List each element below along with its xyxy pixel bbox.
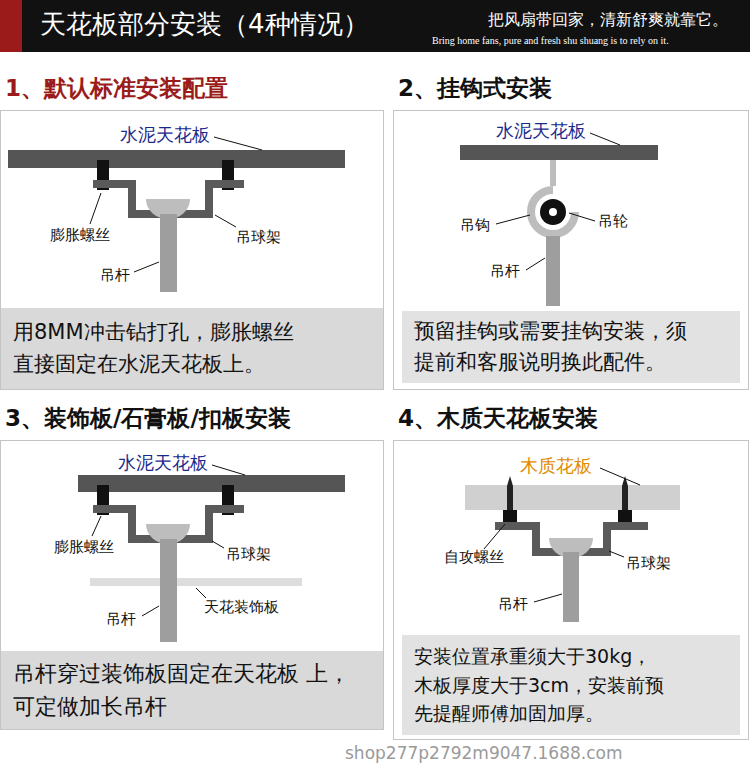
caption-text: 用8MM冲击钻打孔，膨胀螺丝 直接固定在水泥天花板上。 (13, 317, 371, 380)
concrete-ceiling (460, 145, 658, 160)
panel-heading: 2、挂钩式安装 (398, 73, 552, 104)
panel-heading: 3、装饰板/石膏板/扣板安装 (5, 403, 291, 434)
leader-lines (92, 465, 245, 616)
header-bar (0, 0, 750, 52)
watermark: shop277p2792m9047.1688.com (345, 743, 623, 763)
part-label: 天花装饰板 (204, 598, 279, 616)
caption-box: 预留挂钩或需要挂钩安装，须 提前和客服说明换此配件。 (402, 311, 740, 383)
hook-stem (550, 160, 556, 186)
part-label: 吊杆 (490, 262, 520, 280)
part-label: 膨胀螺丝 (54, 538, 114, 556)
part-label: 吊球架 (626, 554, 671, 572)
slogan: 把风扇带回家，清新舒爽就靠它。 (488, 10, 728, 29)
part-label: 吊球架 (226, 545, 271, 563)
caption-text: 安装位置承重须大于30kg， 木板厚度大于3cm，安装前预 先提醒师傅加固加厚。 (414, 642, 728, 728)
caption-box: 安装位置承重须大于30kg， 木板厚度大于3cm，安装前预 先提醒师傅加固加厚。 (402, 635, 740, 735)
down-rod (546, 236, 560, 306)
leader-lines (496, 133, 620, 270)
part-label: 吊钩 (460, 216, 490, 234)
install-panel: 4、木质天花板安装安装位置承重须大于30kg， 木板厚度大于3cm，安装前预 先… (393, 440, 749, 740)
caption-box: 用8MM冲击钻打孔，膨胀螺丝 直接固定在水泥天花板上。 (1, 308, 383, 389)
part-label: 吊杆 (106, 610, 136, 628)
part-label: 膨胀螺丝 (50, 226, 110, 244)
pulley-hub (549, 208, 557, 216)
concrete-ceiling (78, 475, 345, 492)
mount-bracket (93, 160, 244, 219)
part-label: 吊杆 (100, 266, 130, 284)
ceiling-label: 水泥天花板 (496, 120, 586, 142)
header-accent (0, 0, 22, 52)
part-label: 自攻螺丝 (444, 548, 504, 566)
mount-bracket (93, 485, 244, 544)
leader-lines (90, 137, 262, 272)
wood-ceiling (465, 485, 680, 510)
tapping-screws (503, 476, 632, 522)
down-rod (160, 214, 177, 292)
caption-text: 吊杆穿过装饰板固定在天花板 上，可定做加长吊杆 (13, 657, 371, 723)
ceiling-label: 水泥天花板 (118, 452, 208, 474)
panel-heading: 4、木质天花板安装 (398, 403, 598, 434)
page-title: 天花板部分安装（4种情况） (40, 8, 369, 42)
caption-box: 吊杆穿过装饰板固定在天花板 上，可定做加长吊杆 (1, 651, 383, 729)
decor-panel (90, 578, 302, 586)
ceiling-label: 水泥天花板 (120, 124, 210, 146)
install-panel: 2、挂钩式安装预留挂钩或需要挂钩安装，须 提前和客服说明换此配件。 (393, 110, 749, 390)
down-rod (160, 539, 177, 642)
ceiling-label: 木质花板 (520, 455, 592, 477)
leader-lines (484, 468, 640, 602)
pulley (540, 199, 566, 225)
install-panel: 3、装饰板/石膏板/扣板安装吊杆穿过装饰板固定在天花板 上，可定做加长吊杆 (0, 440, 384, 730)
part-label: 吊轮 (598, 212, 628, 230)
down-rod (563, 552, 579, 622)
install-panel: 1、默认标准安装配置用8MM冲击钻打孔，膨胀螺丝 直接固定在水泥天花板上。 (0, 110, 384, 390)
part-label: 吊杆 (498, 595, 528, 613)
concrete-ceiling (8, 150, 345, 168)
slogan-english: Bring home fans, pure and fresh shu shua… (432, 35, 669, 47)
caption-text: 预留挂钩或需要挂钩安装，须 提前和客服说明换此配件。 (414, 316, 728, 379)
panel-heading: 1、默认标准安装配置 (5, 73, 228, 104)
hook (531, 190, 575, 234)
part-label: 吊球架 (236, 228, 281, 246)
